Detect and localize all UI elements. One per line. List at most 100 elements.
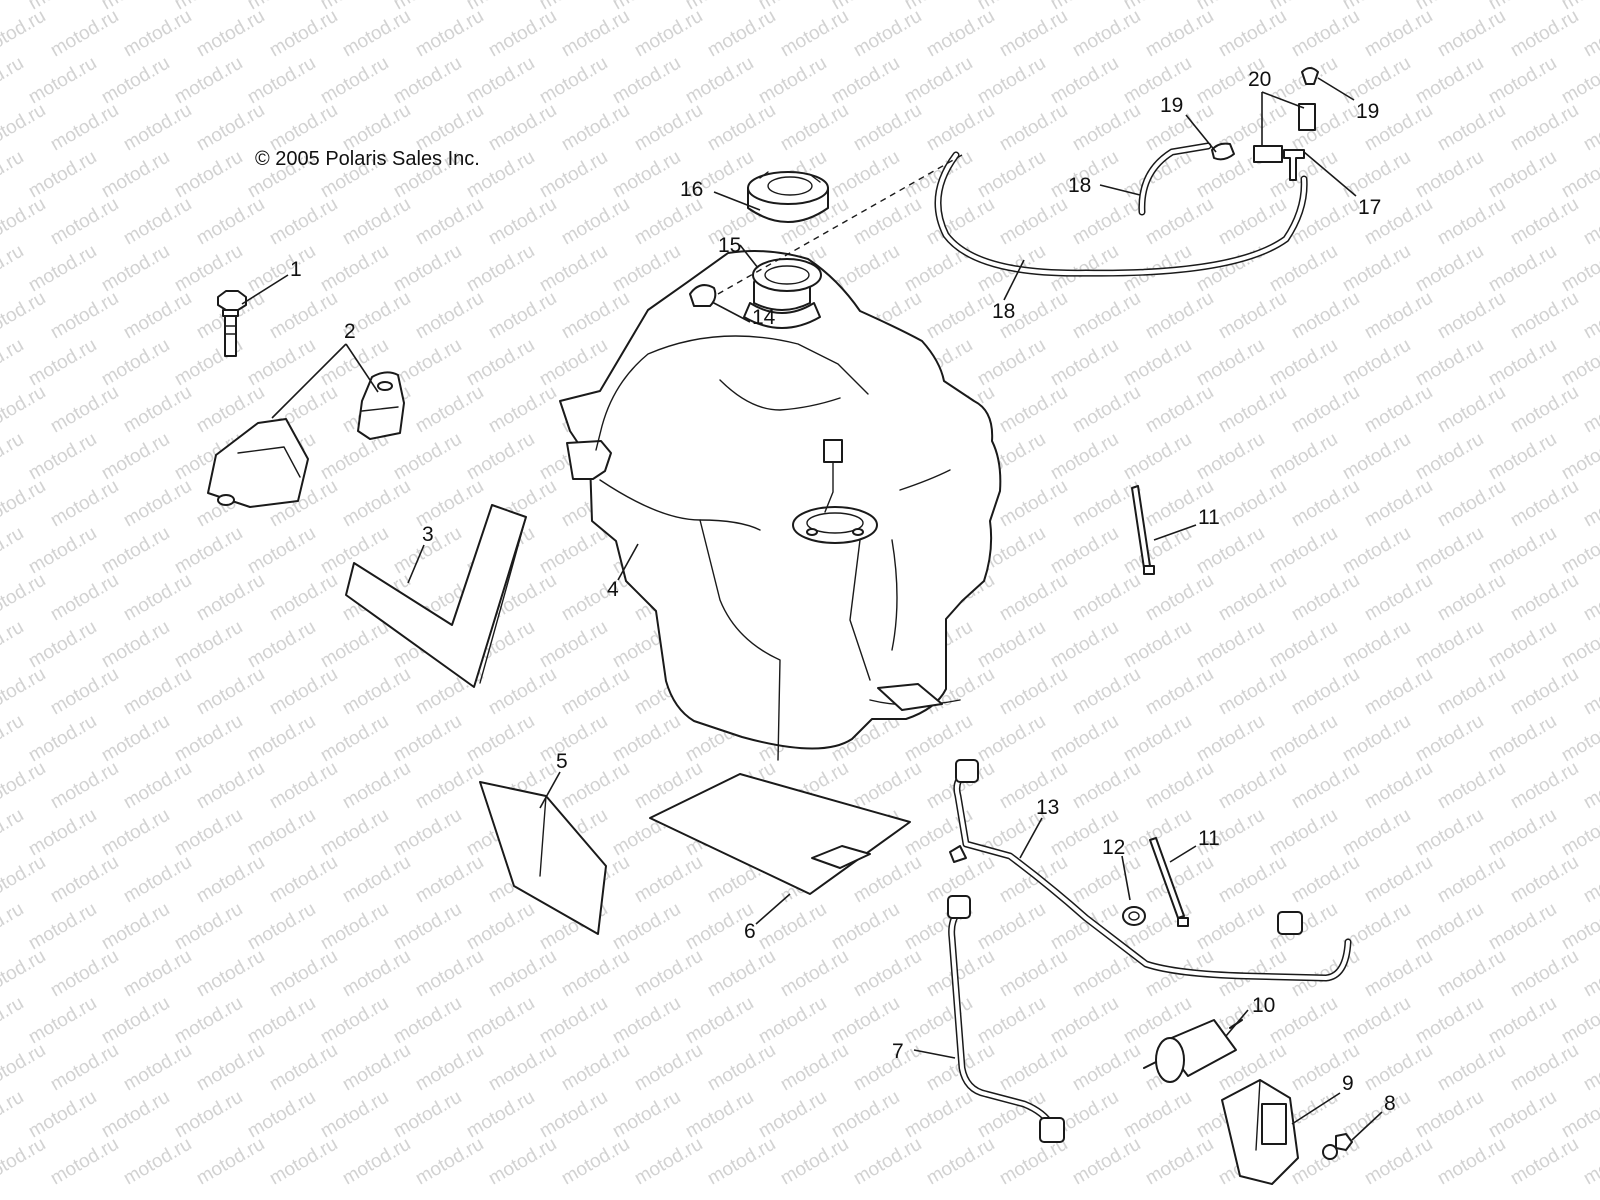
part-fuel-line-13 [949,759,1352,982]
watermark-text: motod.ru [1507,664,1582,720]
watermark-text: motod.ru [98,523,173,579]
watermark-text: motod.ru [0,711,27,767]
watermark-text: motod.ru [98,147,173,203]
watermark-text: motod.ru [1361,6,1436,62]
watermark-text: motod.ru [0,758,49,814]
watermark-text: motod.ru [244,617,319,673]
watermark-text: motod.ru [1069,852,1144,908]
watermark-text: motod.ru [777,6,852,62]
watermark-text: motod.ru [1266,805,1341,861]
watermark-text: motod.ru [266,194,341,250]
watermark-text: motod.ru [412,194,487,250]
watermark-text: motod.ru [171,805,246,861]
watermark-text: motod.ru [25,241,100,297]
watermark-text: motod.ru [244,899,319,955]
watermark-text: motod.ru [923,1134,998,1190]
watermark-text: motod.ru [1215,758,1290,814]
watermark-text: motod.ru [631,852,706,908]
watermark-text: motod.ru [1339,617,1414,673]
watermark-text: motod.ru [1361,382,1436,438]
watermark-text: motod.ru [974,711,1049,767]
watermark-text: motod.ru [901,711,976,767]
watermark-text: motod.ru [631,194,706,250]
watermark-text: motod.ru [609,53,684,109]
watermark-text: motod.ru [193,194,268,250]
watermark-text: motod.ru [1507,758,1582,814]
watermark-text: motod.ru [47,1040,122,1096]
watermark-text: motod.ru [1142,194,1217,250]
watermark-text: motod.ru [1047,241,1122,297]
watermark-text: motod.ru [996,946,1071,1002]
watermark-text: motod.ru [996,664,1071,720]
watermark-text: motod.ru [704,1134,779,1190]
watermark-text: motod.ru [704,100,779,156]
watermark-text: motod.ru [609,899,684,955]
watermark-text: motod.ru [1142,570,1217,626]
copyright-text: © 2005 Polaris Sales Inc. [255,148,480,170]
watermark-text: motod.ru [339,758,414,814]
watermark-text: motod.ru [1215,570,1290,626]
watermark-text: motod.ru [1339,805,1414,861]
watermark-text: motod.ru [974,993,1049,1049]
watermark-text: motod.ru [1288,946,1363,1002]
watermark-text: motod.ru [923,194,998,250]
watermark-text: motod.ru [1580,852,1600,908]
watermark-text: motod.ru [120,1040,195,1096]
watermark-text: motod.ru [47,6,122,62]
watermark-text: motod.ru [120,852,195,908]
watermark-text: motod.ru [463,1087,538,1143]
watermark-text: motod.ru [266,570,341,626]
watermark-text: motod.ru [0,194,49,250]
watermark-text: motod.ru [266,1134,341,1190]
watermark-text: motod.ru [974,335,1049,391]
watermark-text: motod.ru [0,523,27,579]
watermark-text: motod.ru [339,1040,414,1096]
watermark-text: motod.ru [1193,523,1268,579]
watermark-text: motod.ru [996,758,1071,814]
watermark-text: motod.ru [485,946,560,1002]
watermark-text: motod.ru [536,335,611,391]
watermark-text: motod.ru [1434,852,1509,908]
watermark-text: motod.ru [25,617,100,673]
watermark-text: motod.ru [317,241,392,297]
watermark-text: motod.ru [682,993,757,1049]
part-cable-tie-lower [1149,837,1189,927]
watermark-text: motod.ru [171,147,246,203]
watermark-text: motod.ru [1193,335,1268,391]
watermark-text: motod.ru [1266,335,1341,391]
watermark-text: motod.ru [1434,382,1509,438]
watermark-text: motod.ru [193,6,268,62]
watermark-text: motod.ru [0,6,49,62]
watermark-text: motod.ru [171,53,246,109]
watermark-text: motod.ru [0,664,49,720]
watermark-text: motod.ru [47,852,122,908]
watermark-text: motod.ru [47,570,122,626]
watermark-text: motod.ru [193,852,268,908]
watermark-text: motod.ru [1069,570,1144,626]
watermark-text: motod.ru [25,53,100,109]
watermark-text: motod.ru [1288,664,1363,720]
watermark-text: motod.ru [1069,6,1144,62]
callout-4: 4 [607,578,619,601]
watermark-text: motod.ru [0,53,27,109]
watermark-text: motod.ru [1434,100,1509,156]
watermark-text: motod.ru [1507,100,1582,156]
watermark-text: motod.ru [1193,617,1268,673]
watermark-text: motod.ru [193,664,268,720]
part-pad-3 [345,504,527,688]
watermark-text: motod.ru [1412,429,1487,485]
watermark-text: motod.ru [1266,523,1341,579]
watermark-text: motod.ru [1434,664,1509,720]
watermark-text: motod.ru [47,946,122,1002]
watermark-text: motod.ru [98,53,173,109]
watermark-text: motod.ru [339,852,414,908]
watermark-text: motod.ru [1069,194,1144,250]
callout-8: 8 [1384,1092,1396,1115]
watermark-text: motod.ru [828,1087,903,1143]
watermark-text: motod.ru [755,1087,830,1143]
watermark-text: motod.ru [47,288,122,344]
watermark-text: motod.ru [828,147,903,203]
watermark-text: motod.ru [0,288,49,344]
watermark-text: motod.ru [1339,523,1414,579]
watermark-text: motod.ru [1580,570,1600,626]
